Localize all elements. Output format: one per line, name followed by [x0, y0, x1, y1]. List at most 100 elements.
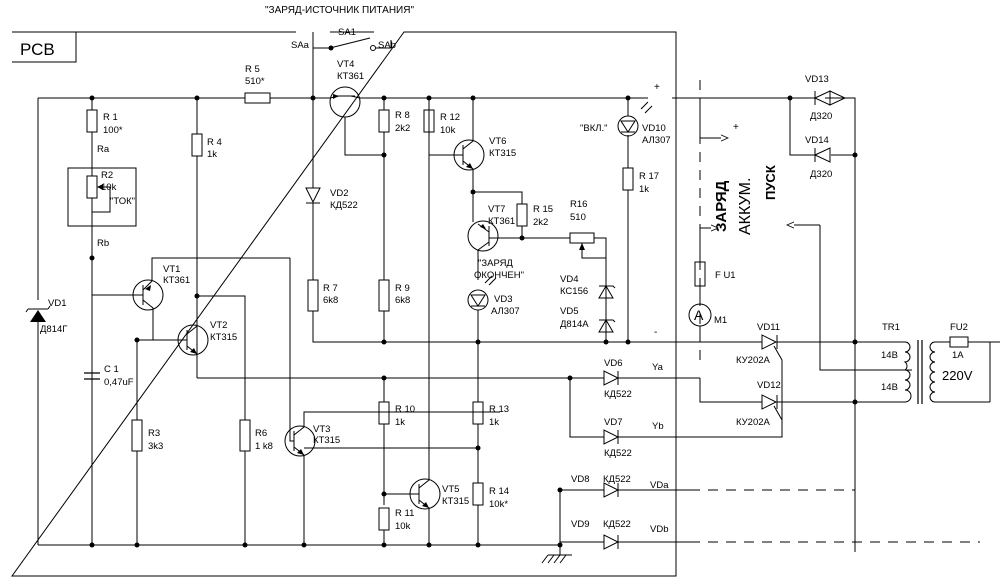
r8-value: 2k2 [395, 123, 410, 134]
r7-value: 6k8 [323, 295, 338, 306]
vd9-ref: VD9 [571, 519, 589, 530]
transistor-vt5: VT5 КТ315 [384, 98, 469, 545]
vd8-ref: VD8 [571, 474, 589, 485]
resistor-r15: R 15 2k2 [516, 203, 570, 239]
r12-ref: R 12 [440, 112, 460, 123]
node-vdb-label: VDb [650, 524, 668, 535]
r10-ref: R 10 [395, 404, 415, 415]
c1-ref: C 1 [104, 364, 119, 375]
resistor-r14: R 14 10k* [472, 448, 509, 545]
transistor-vt4: VT4 КТ361 [329, 59, 384, 156]
m1-ref: M1 [714, 315, 727, 326]
pcb-label-box [12, 32, 77, 63]
thyristor-vd12: VD12 КУ202А [699, 378, 855, 428]
zener-vd5: VD5 Д814А [560, 306, 616, 333]
start-lead [787, 225, 912, 371]
r6-ref: R6 [255, 428, 267, 439]
vt4-type: КТ361 [337, 71, 364, 82]
diode-vd8: VD8 КД522 VDa [560, 474, 690, 498]
vd11-type: КУ202А [736, 355, 771, 366]
capacitor-c1: C 1 0,47uF [84, 364, 134, 388]
transistor-vt2: VT2 КТ315 [177, 295, 246, 420]
r13-ref: R 13 [489, 404, 509, 415]
zener-vd4: VD4 КС156 [560, 274, 616, 299]
c1-value: 0,47uF [104, 377, 134, 388]
resistor-r8: R 8 2k2 [378, 98, 410, 280]
vd10-ref: VD10 [642, 123, 666, 134]
pot-label: "ТОК" [110, 196, 135, 207]
resistor-r9: R 9 6k8 [378, 279, 410, 342]
vd3-ref: VD3 [494, 294, 512, 305]
vd5-ref: VD5 [560, 306, 578, 317]
vt1-ref: VT1 [163, 264, 180, 275]
resistor-r1: R 1 100* [86, 98, 123, 168]
diode-vd2: VD2 КД522 [305, 98, 358, 280]
r5-ref: R 5 [245, 64, 260, 75]
vt7-type: КТ361 [488, 216, 515, 227]
diode-vd6: VD6 КД522 Ya [570, 358, 700, 400]
vd10-caption: "ВКЛ." [580, 123, 608, 134]
fu2-ref: FU2 [950, 322, 968, 333]
vt5-type: КТ315 [442, 496, 469, 507]
resistor-r13: R 13 1k [304, 342, 509, 449]
r2-value: 10k [101, 182, 117, 193]
resistor-r6: R6 1 k8 [239, 419, 273, 545]
sa1-ref: SA1 [338, 27, 356, 38]
r1-value: 100* [103, 125, 123, 136]
vd3-caption-2: ОКОНЧЕН" [474, 270, 524, 281]
vd13-ref: VD13 [805, 74, 829, 85]
r14-value: 10k* [489, 499, 508, 510]
vt2-ref: VT2 [210, 320, 227, 331]
vt1-vt2-wire [136, 339, 180, 545]
vd4-type: КС156 [560, 286, 588, 297]
r14-ref: R 14 [489, 486, 509, 497]
vd5-type: Д814А [560, 319, 589, 330]
fuse-fu2: FU2 1A [940, 322, 1000, 361]
r11-value: 10k [395, 521, 411, 532]
r17-ref: R 17 [639, 171, 659, 182]
r17-value: 1k [639, 184, 649, 195]
tr1-primary: 220V [942, 368, 973, 383]
junctions [89, 95, 631, 548]
potentiometer-r16: R16 510 [569, 199, 607, 342]
node-vda-label: VDa [650, 480, 669, 491]
terminal-minus: - [654, 327, 657, 338]
fuse-fu1: F U1 [694, 228, 736, 304]
r13-value: 1k [489, 417, 499, 428]
aux-plus-lead [699, 98, 728, 138]
junction-vd13 [787, 95, 793, 101]
vt3-ref: VT3 [313, 424, 330, 435]
vt1-type: КТ361 [163, 275, 190, 286]
r11-ref: R 11 [395, 508, 414, 519]
terminal-plus: + [654, 82, 660, 93]
r7-ref: R 7 [323, 283, 338, 294]
transistor-vt3: VT3 КТ315 [284, 258, 500, 545]
vd11-ref: VD11 [757, 322, 780, 333]
thyristor-vd11: VD11 КУ202А [700, 322, 855, 438]
r3-ref: R3 [148, 428, 160, 439]
aux-plus-label: + [733, 122, 739, 133]
vd8-type: КД522 [603, 474, 631, 485]
sa1-right-label: SAb [378, 40, 396, 51]
vd14-ref: VD14 [805, 135, 829, 146]
led-vd3: "ЗАРЯД ОКОНЧЕН" VD3 АЛ307 [467, 258, 524, 342]
resistor-r11: R 11 10k [378, 507, 414, 532]
vd7-ref: VD7 [604, 417, 622, 428]
transistor-vt1: VT1 КТ361 [92, 257, 290, 340]
diode-vd14: VD14 Д320 [789, 98, 855, 180]
label-battery: АККУМ. [737, 178, 754, 235]
vd3-type: АЛ307 [491, 306, 520, 317]
r9-value: 6k8 [395, 295, 410, 306]
vd14-type: Д320 [810, 169, 832, 180]
r15-ref: R 15 [533, 204, 553, 215]
r15-value: 2k2 [533, 217, 548, 228]
vd1-ref: VD1 [48, 298, 66, 309]
resistor-r10: R 10 1k [378, 378, 415, 545]
potentiometer-r2: R2 10k "ТОК" [86, 168, 135, 226]
vd2-type: КД522 [330, 200, 358, 211]
tr1-sec-b: 14В [881, 382, 898, 393]
r1-ref: R 1 [103, 112, 118, 123]
ground-symbol [541, 545, 572, 564]
m1-symbol: A [694, 307, 704, 323]
r2-ref: R2 [101, 170, 113, 181]
